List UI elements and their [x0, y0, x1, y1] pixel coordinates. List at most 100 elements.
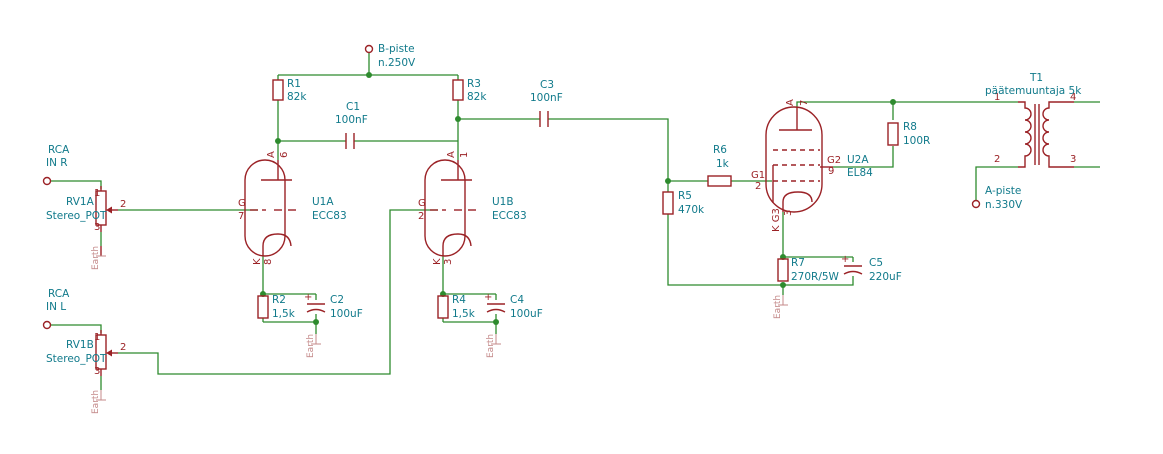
- rv1b-pin2: 2: [120, 342, 126, 353]
- b-piste-voltage: n.250V: [378, 57, 416, 69]
- svg-text:Earth: Earth: [306, 334, 316, 358]
- r3-value: 82k: [467, 91, 487, 103]
- r7-value: 270R/5W: [791, 271, 840, 283]
- resistor-r4: R4 1,5k: [437, 294, 476, 320]
- u1b-a-label: A: [446, 151, 457, 158]
- resistor-r5: R5 470k: [662, 190, 705, 216]
- c3-value: 100nF: [530, 92, 563, 104]
- capacitor-c4: + C4 100uF: [484, 292, 543, 320]
- u1a-pin6: 6: [279, 152, 290, 158]
- u1a-ref: U1A: [312, 196, 334, 208]
- rv1b-value: Stereo_POT: [46, 353, 107, 365]
- r2-value: 1,5k: [272, 308, 296, 320]
- u1b-pin2: 2: [418, 211, 424, 222]
- r6-ref: R6: [713, 144, 727, 156]
- u1b-pin1: 1: [459, 152, 470, 158]
- svg-text:Earth: Earth: [773, 295, 783, 319]
- t1-value: päätemuuntaja 5k: [985, 85, 1082, 97]
- r8-value: 100R: [903, 135, 930, 147]
- a-piste-flag: A-piste n.330V: [971, 185, 1023, 211]
- u1a-pin7: 7: [238, 211, 244, 222]
- resistor-r2: R2 1,5k: [257, 294, 296, 320]
- t1-ref: T1: [1029, 72, 1043, 84]
- triode-u1b: G 2 A 1 K 3 U1B ECC83: [418, 151, 527, 265]
- capacitor-c3: C3 100nF: [530, 79, 563, 127]
- u1a-value: ECC83: [312, 210, 347, 222]
- a-piste-label: A-piste: [985, 185, 1021, 197]
- rv1a-pin2: 2: [120, 199, 126, 210]
- c5-value: 220uF: [869, 271, 902, 283]
- svg-text:+: +: [841, 254, 849, 265]
- r5-ref: R5: [678, 190, 692, 202]
- svg-text:Earth: Earth: [91, 246, 101, 270]
- resistor-r6: R6 1k: [707, 144, 732, 187]
- u2a-pin3: 3: [783, 210, 794, 216]
- wires: [51, 53, 1100, 390]
- u2a-pin7: 7: [799, 100, 810, 106]
- earth-icon: Earth: [306, 334, 321, 358]
- c1-value: 100nF: [335, 114, 368, 126]
- t1-pin2: 2: [994, 154, 1000, 165]
- resistor-r8: R8 100R: [887, 121, 930, 147]
- pentode-u2a: A 7 G1 2 G2 9 K G3 3 U2A EL84: [751, 99, 873, 232]
- c5-ref: C5: [869, 257, 883, 269]
- u2a-g1-label: G1: [751, 170, 765, 181]
- r6-value: 1k: [716, 158, 730, 170]
- resistor-r3: R3 82k: [452, 78, 487, 103]
- u1b-value: ECC83: [492, 210, 527, 222]
- r5-value: 470k: [678, 204, 705, 216]
- r8-ref: R8: [903, 121, 917, 133]
- r2-ref: R2: [272, 294, 286, 306]
- triode-u1a: G 7 A 6 K 8 U1A ECC83: [238, 151, 347, 265]
- rv1b-pin1: 1: [94, 332, 100, 343]
- r3-ref: R3: [467, 78, 481, 90]
- in-l-label: IN L: [46, 301, 66, 313]
- u2a-value: EL84: [847, 167, 873, 179]
- rv1b-pin3: 3: [94, 366, 100, 377]
- r1-value: 82k: [287, 91, 307, 103]
- resistor-r7: R7 270R/5W: [777, 257, 840, 283]
- c1-ref: C1: [346, 101, 360, 113]
- t1-pin4: 4: [1070, 92, 1076, 103]
- pot-rv1b: 1 2 3 RV1B Stereo_POT: [46, 330, 126, 377]
- u1a-k-label: K: [252, 258, 263, 265]
- c3-ref: C3: [540, 79, 554, 91]
- svg-text:+: +: [304, 292, 312, 303]
- resistor-r1: R1 82k: [272, 78, 307, 103]
- c2-value: 100uF: [330, 308, 363, 320]
- u1b-ref: U1B: [492, 196, 514, 208]
- r7-ref: R7: [791, 257, 805, 269]
- rv1a-pin1: 1: [94, 188, 100, 199]
- u1b-pin3: 3: [443, 259, 454, 265]
- capacitor-c1: C1 100nF: [335, 101, 368, 149]
- t1-pin1: 1: [994, 92, 1000, 103]
- rca-in-l: RCA IN L: [42, 288, 70, 330]
- c4-value: 100uF: [510, 308, 543, 320]
- b-piste-label: B-piste: [378, 43, 415, 55]
- u1a-a-label: A: [266, 151, 277, 158]
- rv1a-pin3: 3: [94, 222, 100, 233]
- earth-icon: Earth: [91, 390, 106, 414]
- rv1b-ref: RV1B: [66, 339, 94, 351]
- u1a-g-label: G: [238, 198, 246, 209]
- u2a-ref: U2A: [847, 154, 869, 166]
- earth-symbols: Earth Earth Earth Earth Earth: [91, 246, 788, 414]
- svg-text:Earth: Earth: [486, 334, 496, 358]
- r1-ref: R1: [287, 78, 301, 90]
- svg-text:Earth: Earth: [91, 390, 101, 414]
- rv1a-ref: RV1A: [66, 196, 95, 208]
- u2a-a-label: A: [785, 99, 796, 106]
- u1b-g-label: G: [418, 198, 426, 209]
- capacitor-c2: + C2 100uF: [304, 292, 363, 320]
- capacitor-c5: + C5 220uF: [841, 254, 902, 283]
- u1b-k-label: K: [432, 258, 443, 265]
- r4-value: 1,5k: [452, 308, 476, 320]
- rca-in-r: RCA IN R: [42, 144, 70, 186]
- rv1a-value: Stereo_POT: [46, 210, 107, 222]
- pot-rv1a: 1 2 3 RV1A Stereo_POT: [46, 186, 126, 233]
- b-piste-flag: B-piste n.250V: [364, 43, 416, 69]
- r4-ref: R4: [452, 294, 466, 306]
- u2a-pin9: 9: [828, 166, 834, 177]
- rca-in-l-label: RCA: [48, 288, 70, 300]
